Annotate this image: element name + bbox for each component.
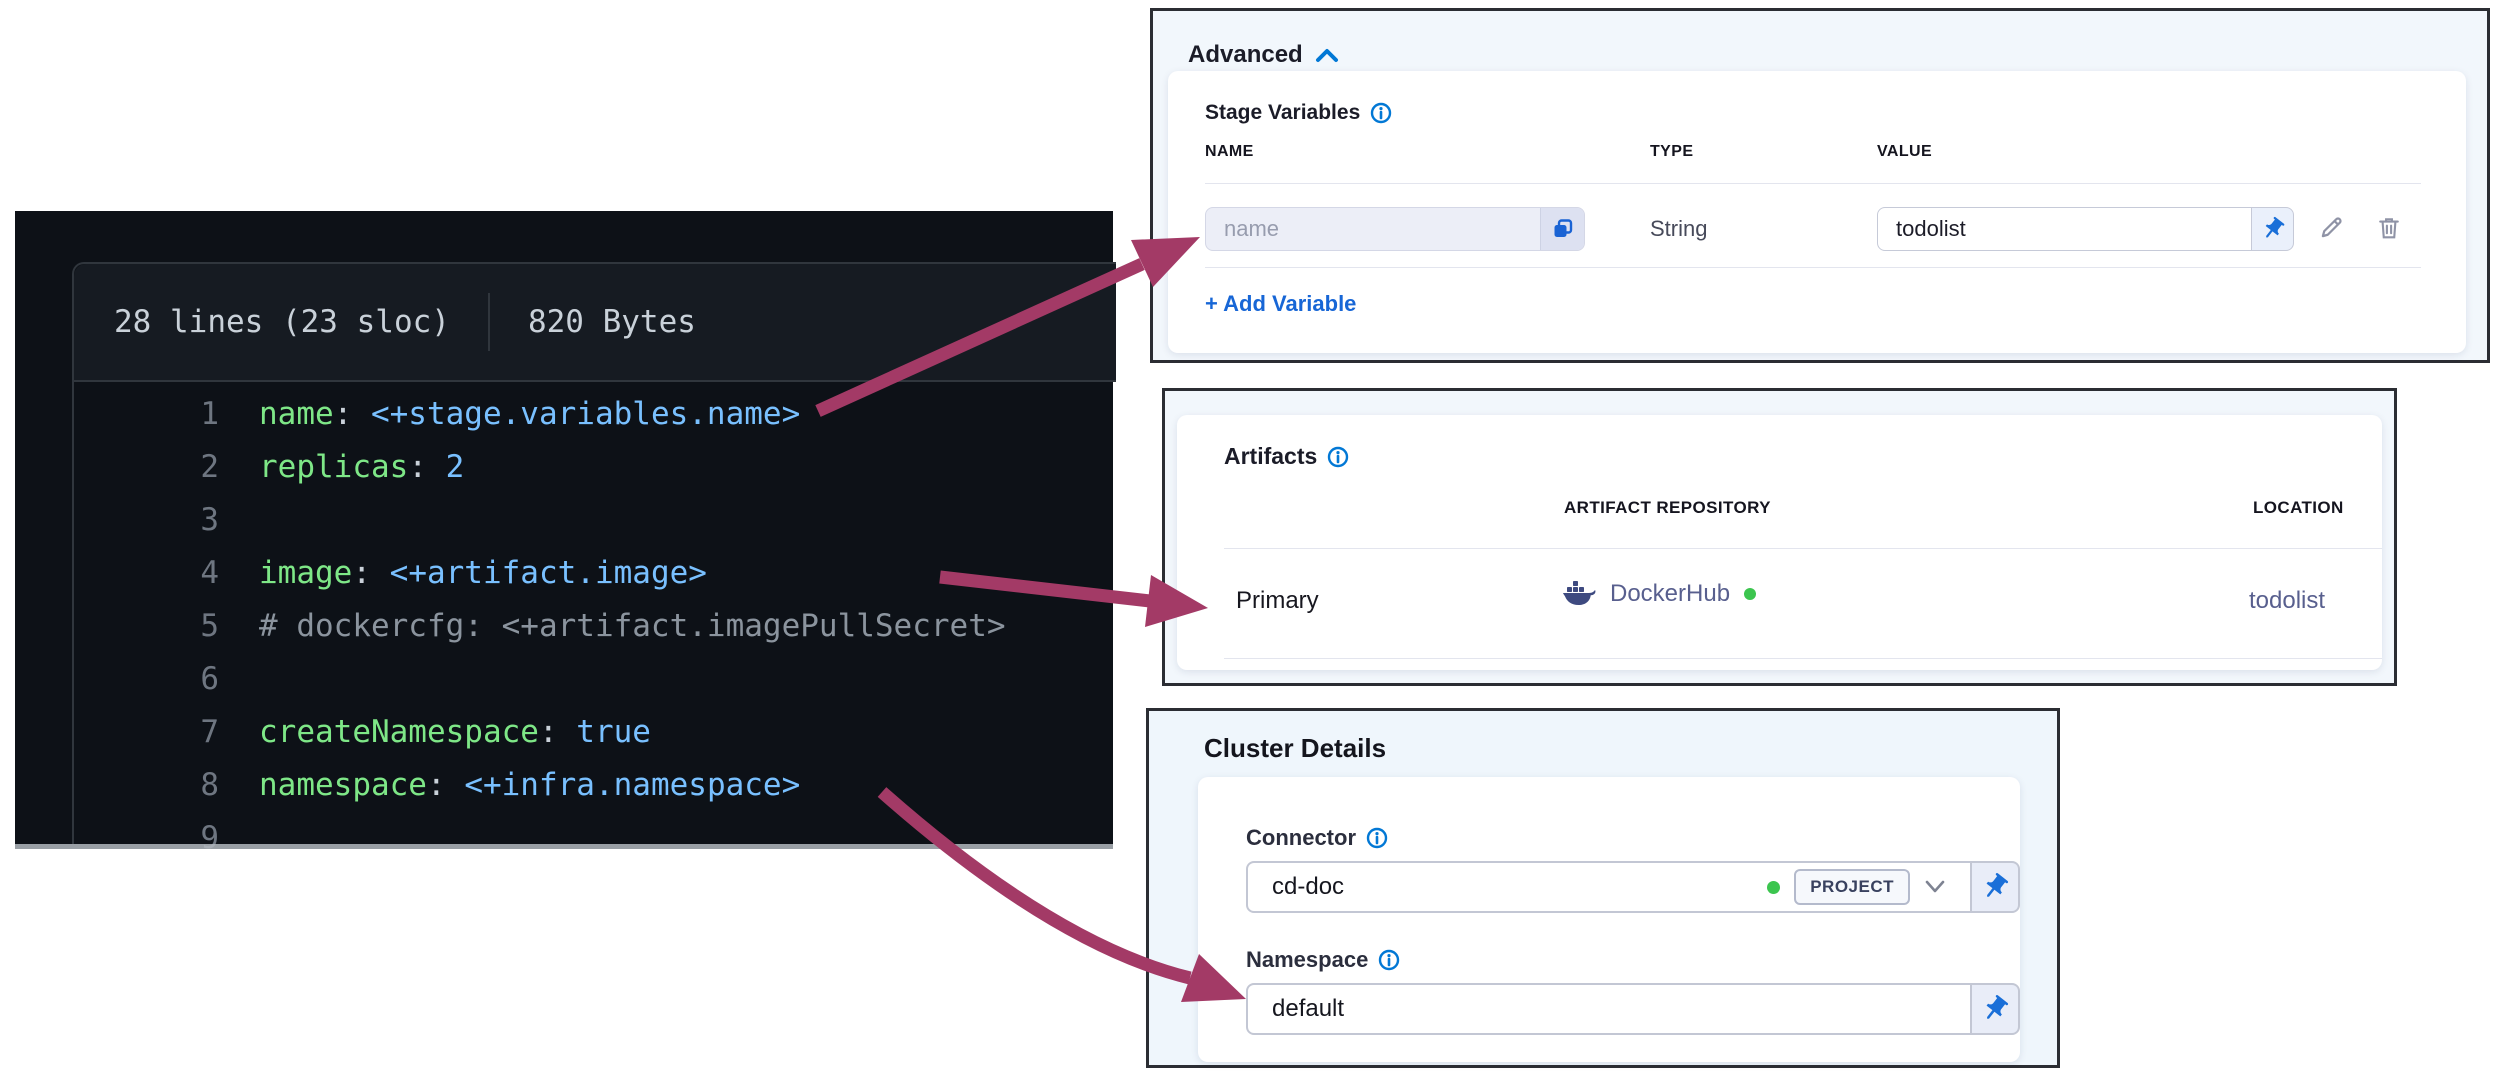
table-divider (1224, 548, 2382, 549)
code-line: 8 namespace: <+infra.namespace> (74, 759, 1116, 812)
table-divider (1224, 658, 2382, 659)
line-number[interactable]: 9 (200, 820, 219, 856)
docker-whale-icon (1563, 581, 1596, 605)
advanced-collapse-toggle[interactable]: Advanced (1188, 41, 1339, 69)
line-number[interactable]: 5 (200, 608, 219, 644)
code-line: 1 name: <+stage.variables.name> (74, 388, 1116, 441)
connector-field: cd-doc PROJECT (1246, 861, 2020, 913)
code-line: 3 (74, 494, 1116, 547)
namespace-field: default (1246, 983, 2020, 1035)
meta-divider (487, 293, 490, 351)
code-viewer-panel: 28 lines (23 sloc) 820 Bytes 1 name: <+st… (15, 211, 1116, 856)
info-icon[interactable] (1370, 102, 1392, 124)
advanced-panel: Advanced Stage Variables NAME TYPE VALUE (1150, 8, 2490, 363)
cluster-details-card: Connector cd-doc PROJECT (1198, 777, 2020, 1062)
stage-variables-label-row: Stage Variables (1205, 101, 1392, 125)
code-panel-scrollbar[interactable] (15, 844, 1113, 849)
line-number[interactable]: 1 (200, 396, 219, 432)
pencil-icon (2321, 217, 2342, 238)
line-number[interactable]: 4 (200, 555, 219, 591)
connector-status-dot (1767, 880, 1781, 894)
line-number[interactable]: 3 (200, 502, 219, 538)
line-number[interactable]: 6 (200, 661, 219, 697)
column-header-type: TYPE (1650, 143, 1694, 160)
namespace-input[interactable]: default (1246, 983, 1972, 1035)
code-line: 6 (74, 653, 1116, 706)
variable-type-value: String (1650, 216, 1708, 241)
artifacts-title: Artifacts (1224, 443, 1318, 469)
connector-label: Connector (1246, 825, 1356, 850)
cluster-details-panel: Cluster Details Connector cd-doc PROJECT (1146, 708, 2060, 1068)
chevron-up-icon (1315, 49, 1338, 62)
artifact-location-value: todolist (2249, 587, 2326, 614)
line-number[interactable]: 2 (200, 449, 219, 485)
stage-variables-card: Stage Variables NAME TYPE VALUE (1168, 71, 2466, 353)
column-header-location: LOCATION (2253, 498, 2344, 517)
variable-value-input[interactable] (1877, 207, 2252, 251)
trash-icon (2379, 218, 2399, 239)
connector-pin-button[interactable] (1972, 861, 2020, 913)
code-text: namespace: <+infra.namespace> (259, 767, 801, 803)
edit-variable-button[interactable] (2308, 205, 2354, 251)
artifacts-label-row: Artifacts (1224, 443, 1349, 470)
file-size-info: 820 Bytes (527, 304, 696, 340)
code-text: name: <+stage.variables.name> (259, 396, 801, 432)
copy-icon (1554, 219, 1572, 237)
namespace-pin-button[interactable] (1972, 983, 2020, 1035)
file-content-box: 28 lines (23 sloc) 820 Bytes 1 name: <+st… (72, 262, 1116, 856)
pin-icon (1986, 873, 2009, 897)
code-text: # dockercfg: <+artifact.imagePullSecret> (259, 608, 1006, 644)
line-number[interactable]: 7 (200, 714, 219, 750)
info-icon[interactable] (1366, 827, 1388, 849)
code-text: replicas: 2 (259, 449, 465, 485)
artifact-repository-cell[interactable]: DockerHub (1562, 580, 1757, 608)
cluster-details-title: Cluster Details (1204, 733, 1387, 763)
variable-name-input[interactable] (1206, 208, 1540, 250)
column-header-artifact-repository: ARTIFACT REPOSITORY (1564, 498, 1771, 517)
table-divider (1205, 183, 2421, 184)
code-text: createNamespace: true (259, 714, 651, 750)
code-line: 2 replicas: 2 (74, 441, 1116, 494)
file-lines-info: 28 lines (23 sloc) (114, 304, 450, 340)
connector-value: cd-doc (1272, 873, 1345, 900)
pin-icon (2265, 216, 2284, 238)
namespace-label: Namespace (1246, 947, 1369, 972)
code-body: 1 name: <+stage.variables.name> 2 replicas:… (74, 382, 1116, 865)
namespace-value: default (1272, 995, 1345, 1022)
connector-select[interactable]: cd-doc PROJECT (1246, 861, 1972, 913)
code-line: 9 (74, 812, 1116, 865)
info-icon[interactable] (1378, 949, 1400, 971)
table-divider (1205, 267, 2421, 268)
column-header-name: NAME (1205, 143, 1254, 160)
copy-button[interactable] (1540, 208, 1584, 250)
variable-value-field (1877, 207, 2294, 251)
code-line: 5 # dockercfg: <+artifact.imagePullSecret… (74, 600, 1116, 653)
info-icon[interactable] (1327, 446, 1349, 468)
artifacts-card: Artifacts ARTIFACT REPOSITORY LOCATION P… (1177, 415, 2382, 670)
code-line: 7 createNamespace: true (74, 706, 1116, 759)
connector-label-row: Connector (1246, 825, 1388, 851)
value-pin-button[interactable] (2252, 207, 2294, 251)
artifacts-panel: Artifacts ARTIFACT REPOSITORY LOCATION P… (1162, 388, 2397, 686)
variable-name-field (1205, 207, 1585, 251)
delete-variable-button[interactable] (2366, 205, 2412, 251)
line-number[interactable]: 8 (200, 767, 219, 803)
advanced-title: Advanced (1188, 41, 1303, 68)
add-variable-button[interactable]: + Add Variable (1205, 291, 1357, 316)
connector-status-dot (1744, 588, 1757, 600)
file-meta-bar: 28 lines (23 sloc) 820 Bytes (74, 264, 1116, 382)
artifact-row-label: Primary (1236, 587, 1319, 614)
chevron-down-icon[interactable] (1924, 880, 1946, 894)
artifact-repository-name: DockerHub (1610, 580, 1731, 607)
stage-variables-label: Stage Variables (1205, 101, 1361, 124)
column-header-value: VALUE (1877, 143, 1933, 160)
pin-icon (1986, 995, 2009, 1019)
code-text: image: <+artifact.image> (259, 555, 707, 591)
namespace-label-row: Namespace (1246, 947, 1400, 973)
scope-badge: PROJECT (1794, 869, 1910, 905)
code-line: 4 image: <+artifact.image> (74, 547, 1116, 600)
